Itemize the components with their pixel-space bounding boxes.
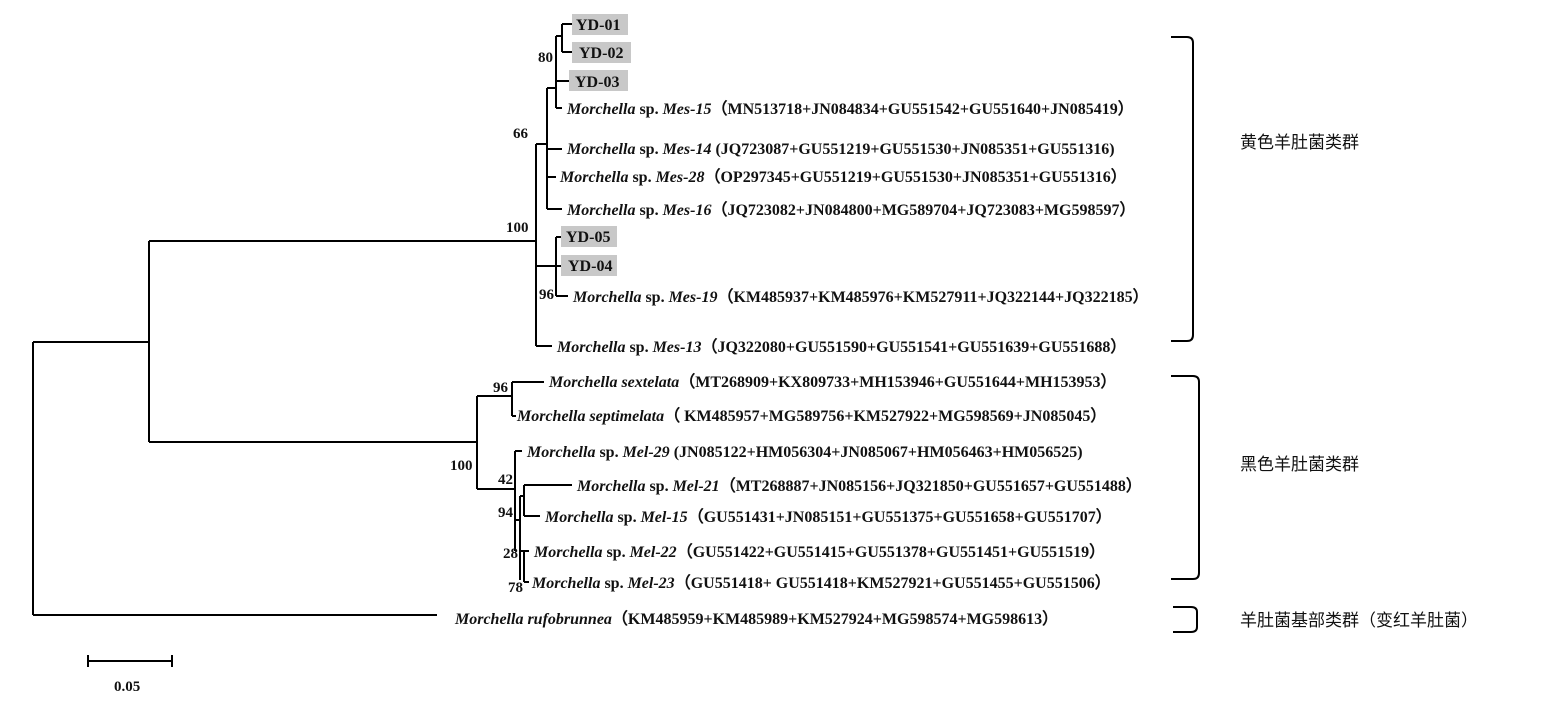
bootstrap-96-sextelata: 96 (493, 380, 509, 396)
label-yd02: YD-02 (579, 45, 623, 62)
label-yd04: YD-04 (568, 258, 612, 275)
taxon-labels: Morchella sp. Mes-15（MN513718+JN084834+G… (454, 100, 1149, 628)
taxon-mes14: Morchella sp. Mes-14 (JQ723087+GU551219+… (566, 141, 1115, 158)
yd01-highlight (572, 14, 628, 35)
yd03-highlight (569, 70, 628, 91)
bootstrap-94: 94 (498, 505, 514, 521)
bootstrap-80: 80 (538, 50, 553, 66)
scale-bar-label: 0.05 (114, 679, 140, 695)
clade-label-black: 黑色羊肚菌类群 (1240, 455, 1359, 475)
label-yd05: YD-05 (566, 229, 610, 246)
bootstrap-100-black: 100 (450, 458, 473, 474)
bootstrap-28: 28 (503, 546, 518, 562)
yd05-highlight (561, 226, 617, 247)
taxon-mes19: Morchella sp. Mes-19（KM485937+KM485976+K… (572, 288, 1149, 306)
clade-brackets (1171, 36, 1200, 633)
taxon-mes28: Morchella sp. Mes-28（OP297345+GU551219+G… (559, 168, 1127, 186)
bracket-basal (1173, 606, 1198, 633)
taxon-septimelata: Morchella septimelata（ KM485957+MG589756… (516, 407, 1106, 425)
bootstrap-66: 66 (513, 126, 529, 142)
taxon-mes16: Morchella sp. Mes-16（JQ723082+JN084800+M… (566, 201, 1135, 219)
bootstrap-100-yellow: 100 (506, 220, 529, 236)
taxon-mel23: Morchella sp. Mel-23（GU551418+ GU551418+… (531, 574, 1111, 592)
yd02-highlight (572, 42, 631, 63)
bootstrap-78: 78 (508, 580, 523, 596)
taxon-sextelata: Morchella sextelata（MT268909+KX809733+MH… (548, 373, 1117, 391)
clade-label-basal: 羊肚菌基部类群（变红羊肚菌） (1240, 611, 1478, 631)
tree-branches (32, 23, 572, 616)
label-yd01: YD-01 (576, 17, 620, 34)
bracket-black (1171, 375, 1200, 580)
clade-labels: 黄色羊肚菌类群 黑色羊肚菌类群 羊肚菌基部类群（变红羊肚菌） (1240, 133, 1478, 631)
taxon-mel21: Morchella sp. Mel-21（MT268887+JN085156+J… (576, 477, 1142, 495)
taxon-mes15: Morchella sp. Mes-15（MN513718+JN084834+G… (566, 100, 1134, 118)
taxon-mel15: Morchella sp. Mel-15（GU551431+JN085151+G… (544, 508, 1112, 526)
label-yd03: YD-03 (575, 74, 619, 91)
taxon-mes13: Morchella sp. Mes-13（JQ322080+GU551590+G… (556, 338, 1126, 356)
taxon-mel22: Morchella sp. Mel-22（GU551422+GU551415+G… (533, 543, 1105, 561)
taxon-mel29: Morchella sp. Mel-29 (JN085122+HM056304+… (526, 444, 1083, 461)
taxon-rufobrunnea: Morchella rufobrunnea（KM485959+KM485989+… (454, 610, 1058, 628)
yd04-highlight (561, 255, 617, 276)
scale-bar: 0.05 (87, 655, 173, 695)
sample-highlights (561, 14, 631, 276)
sample-labels: YD-01 YD-02 YD-03 YD-05 YD-04 (566, 17, 623, 275)
bootstrap-96-mes19: 96 (539, 287, 555, 303)
bracket-yellow (1171, 36, 1194, 342)
clade-label-yellow: 黄色羊肚菌类群 (1240, 133, 1359, 153)
bootstrap-42: 42 (498, 472, 513, 488)
bootstrap-values: 80 66 100 96 96 100 42 94 28 78 (450, 50, 555, 596)
